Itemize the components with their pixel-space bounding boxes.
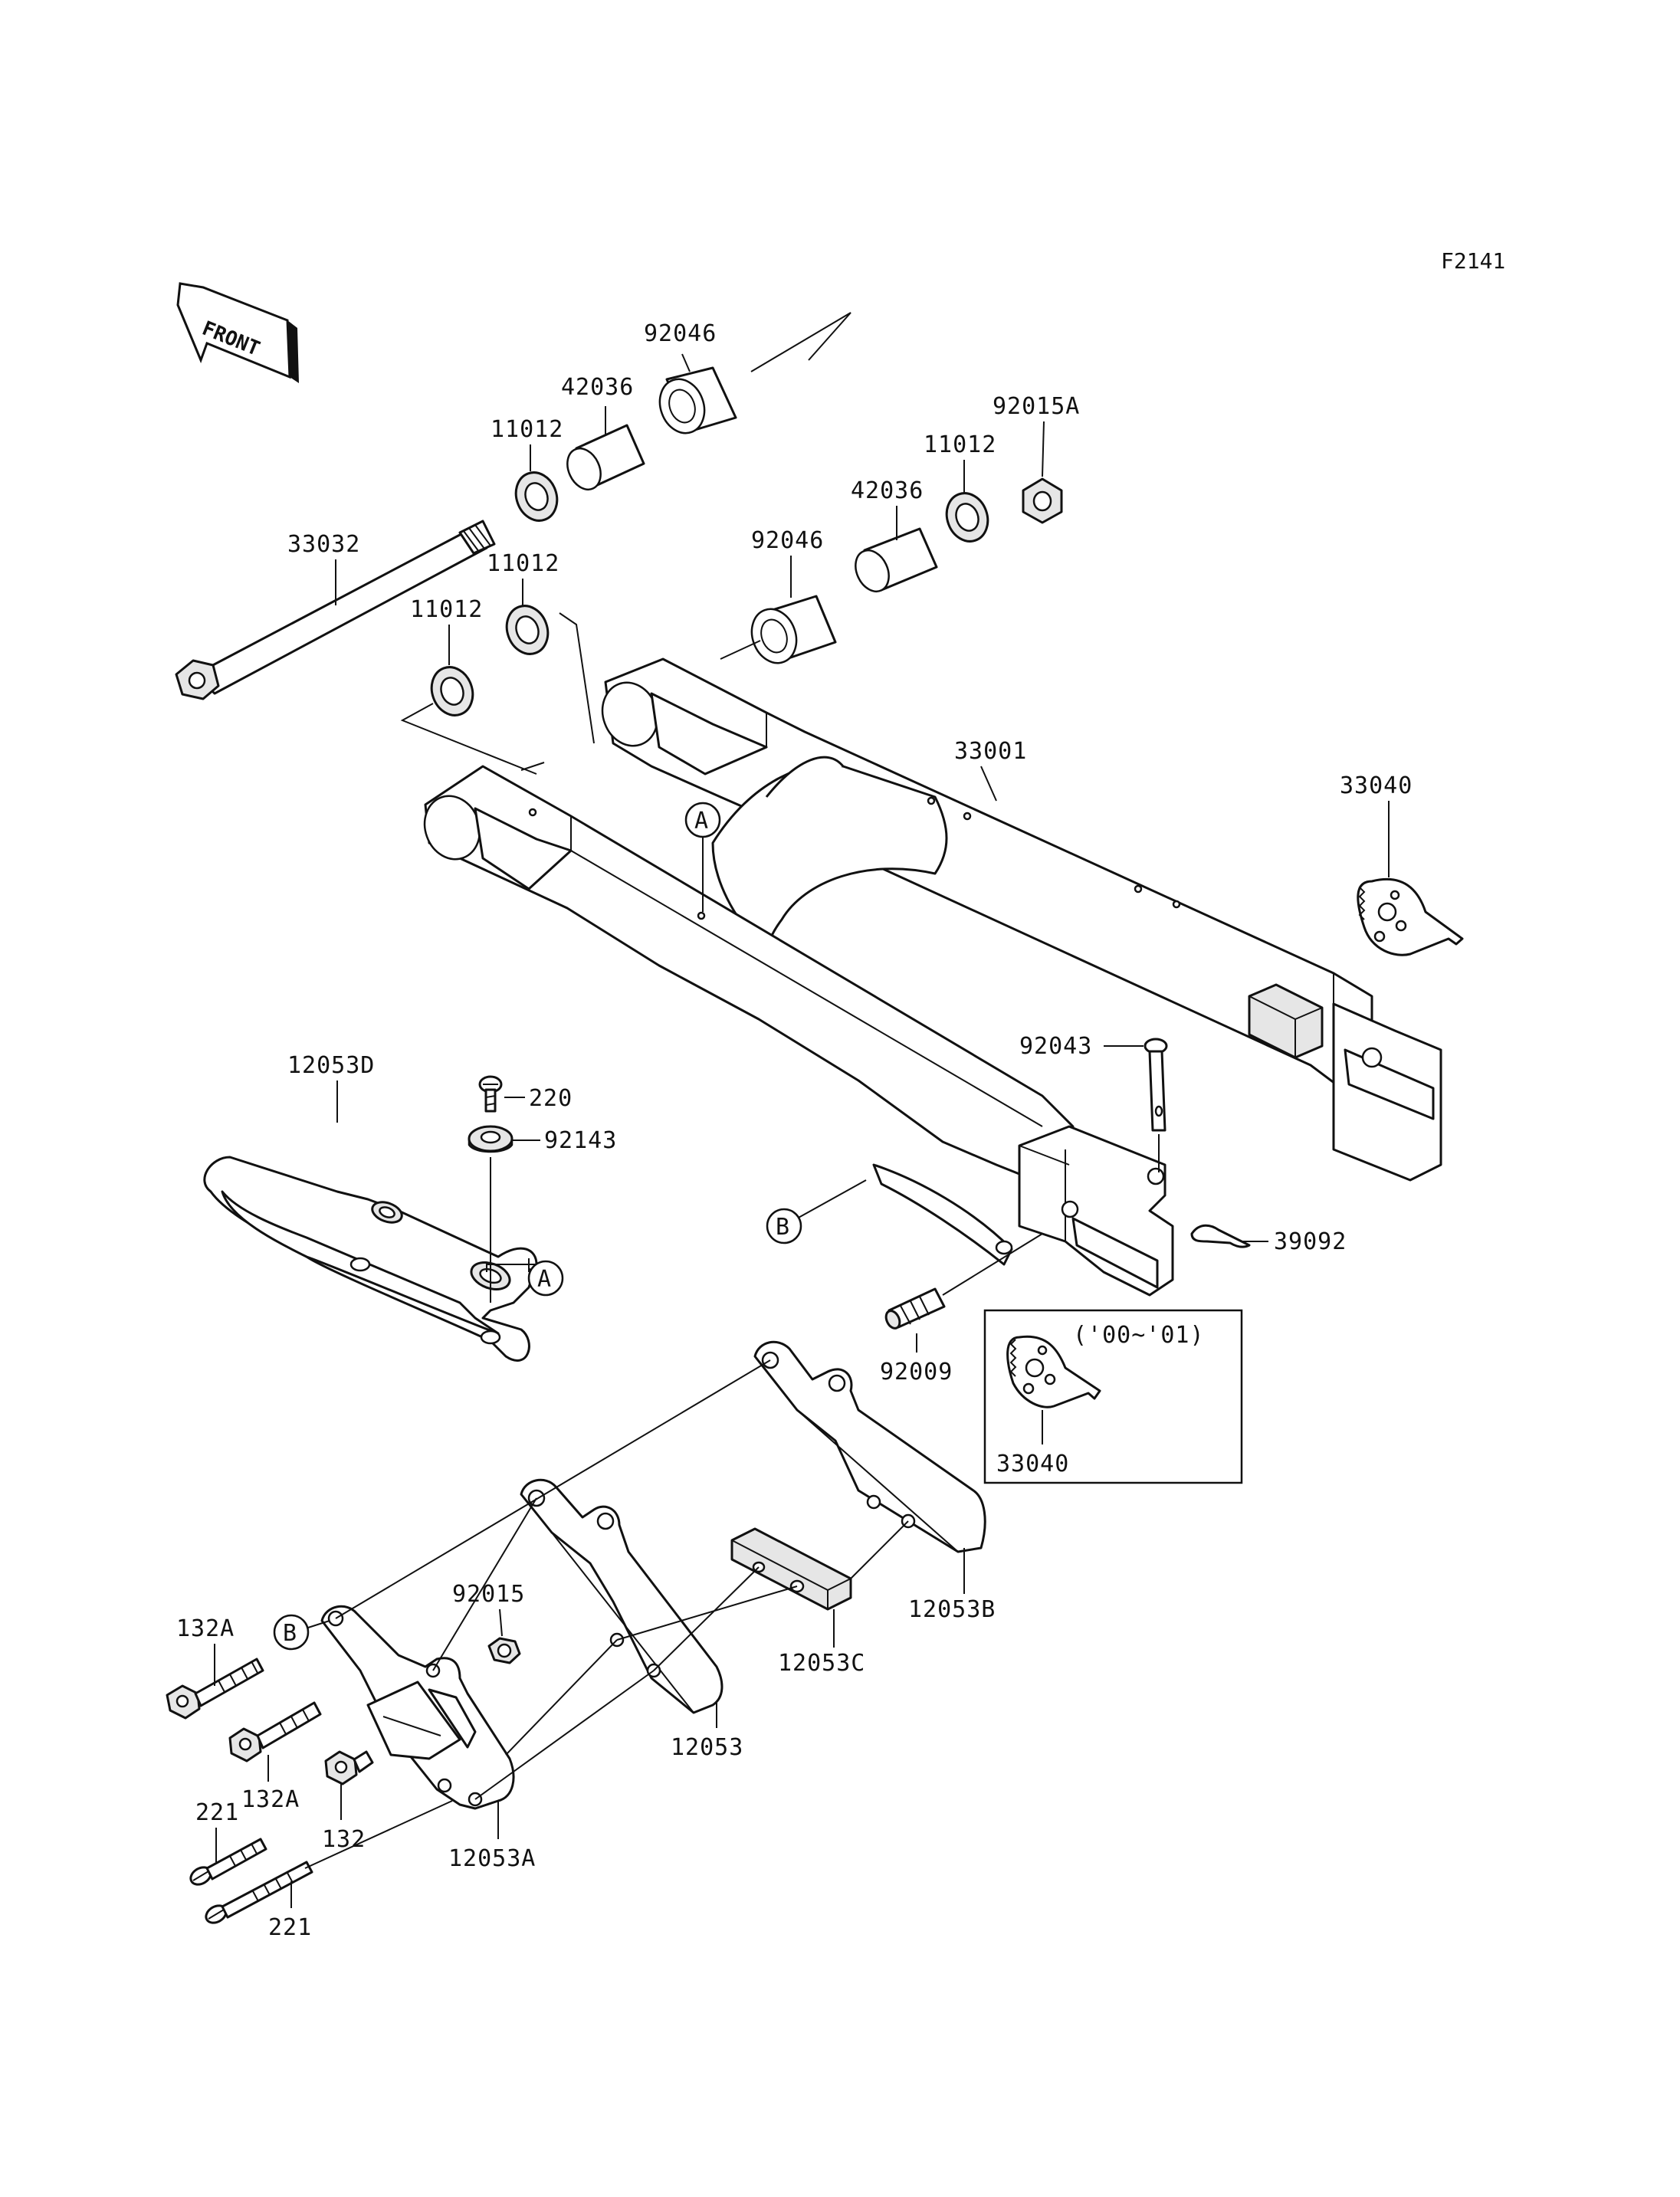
label-92143: 92143	[544, 1127, 617, 1154]
bushing-92046-mid	[750, 595, 837, 664]
label-12053: 12053	[671, 1734, 743, 1761]
label-11012-mid: 11012	[487, 550, 559, 577]
label-42036-right: 42036	[851, 477, 924, 504]
label-33040-inset: 33040	[996, 1451, 1069, 1477]
label-92046-top: 92046	[644, 320, 717, 347]
stud-92009	[884, 1287, 946, 1330]
sleeve-42036-right	[855, 527, 938, 592]
adjuster-plate-33040	[1357, 877, 1464, 956]
label-33001: 33001	[954, 738, 1027, 765]
label-12053d: 12053D	[287, 1052, 375, 1079]
inset-caption: ('00~'01)	[1073, 1322, 1205, 1349]
label-221-bottom: 221	[268, 1914, 312, 1941]
label-12053c: 12053C	[778, 1650, 865, 1677]
label-92015: 92015	[452, 1581, 525, 1608]
label-42036-top: 42036	[561, 374, 634, 401]
label-220: 220	[529, 1085, 573, 1112]
label-92009: 92009	[880, 1359, 953, 1385]
label-221-top: 221	[195, 1799, 239, 1826]
bolt-132a-top	[166, 1658, 264, 1720]
label-11012-left: 11012	[410, 596, 483, 623]
label-33032: 33032	[287, 531, 360, 558]
pin-92043	[1144, 1038, 1168, 1132]
seal-11012-left	[430, 666, 474, 716]
label-132a-top: 132A	[176, 1615, 235, 1642]
label-12053b: 12053B	[908, 1596, 996, 1623]
front-arrow-icon: FRONT	[176, 282, 299, 383]
adjuster-plate-33040-inset	[1006, 1335, 1101, 1408]
screw-220	[478, 1075, 503, 1113]
seal-11012-top	[514, 471, 559, 522]
bolt-132a-bottom	[228, 1701, 322, 1763]
label-92046-mid: 92046	[751, 527, 824, 554]
callout-b-guide: B	[273, 1614, 330, 1651]
figure-code: F2141	[1441, 248, 1505, 274]
sleeve-42036-top	[566, 424, 645, 490]
inset-box: ('00~'01) 33040	[983, 1309, 1243, 1484]
nut-92015a	[1022, 477, 1063, 524]
callout-a-swingarm: A	[684, 802, 721, 912]
seal-11012-right	[945, 492, 989, 543]
collar-92143	[468, 1125, 514, 1153]
label-11012-right: 11012	[924, 431, 996, 458]
svg-text:A: A	[694, 808, 709, 835]
callout-b-swingarm: B	[766, 1179, 867, 1244]
bolt-132	[324, 1750, 374, 1785]
label-92015a: 92015A	[993, 393, 1080, 420]
screw-221-top	[189, 1838, 267, 1886]
cotter-pin-39092	[1190, 1224, 1251, 1248]
label-12053a: 12053A	[448, 1845, 536, 1872]
chain-guide-12053	[520, 1478, 724, 1714]
label-92043: 92043	[1019, 1033, 1092, 1060]
label-132: 132	[322, 1826, 366, 1853]
seal-11012-mid	[505, 605, 550, 655]
label-39092: 39092	[1274, 1228, 1347, 1255]
swingarm-33001	[423, 657, 1442, 1297]
screw-221-bottom	[205, 1861, 313, 1924]
callout-a-slider: A	[486, 1258, 564, 1303]
label-132a-bottom: 132A	[241, 1786, 300, 1813]
pivot-shaft-33032	[175, 520, 496, 700]
svg-text:B: B	[776, 1214, 790, 1241]
chain-slider-12053d	[203, 1156, 538, 1362]
svg-text:A: A	[537, 1266, 552, 1293]
svg-text:B: B	[283, 1620, 297, 1647]
label-33040: 33040	[1340, 772, 1413, 799]
chain-guide-12053c	[730, 1527, 852, 1611]
bushing-92046-top	[658, 366, 737, 434]
label-11012-top: 11012	[491, 416, 563, 443]
nut-92015	[487, 1637, 521, 1664]
